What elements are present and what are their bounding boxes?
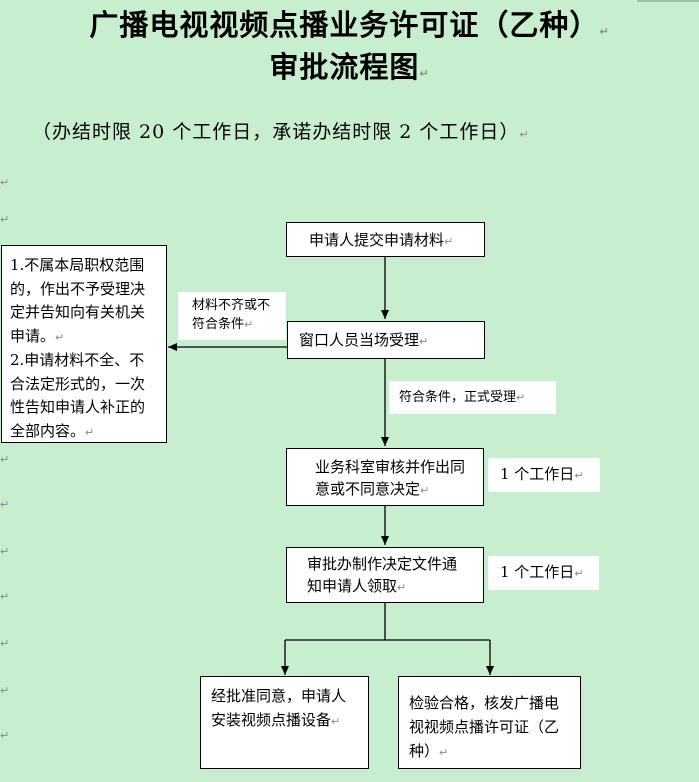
formal-accept-label: 符合条件，正式受理↵ [389, 381, 556, 414]
title-line-1: 广播电视视频点播业务许可证（乙种）↵ [89, 8, 610, 42]
step-submit-box: 申请人提交申请材料↵ [286, 222, 485, 257]
subtitle: （办结时限 20 个工作日，承诺办结时限 2 个工作日）↵ [32, 121, 530, 143]
step-review-box: 业务科室审核并作出同意或不同意决定↵ [286, 448, 484, 506]
title-line-2: 审批流程图↵ [269, 50, 430, 84]
review-time-label: 1 个工作日↵ [488, 458, 600, 492]
page-corner-mark [637, 0, 699, 2]
issue-time-label: 1 个工作日↵ [488, 556, 599, 590]
reject-label: 材料不齐或不符合条件↵ [178, 292, 286, 340]
step-accept-box: 窗口人员当场受理↵ [287, 321, 485, 359]
step-issue-box: 审批办制作决定文件通知申请人领取↵ [286, 547, 484, 603]
outcome-install-box: 经批准同意，申请人安装视频点播设备↵ [200, 676, 369, 769]
side-note-box: 1.不属本局职权范围的，作出不予受理决定并告知向有关机关申请。↵ 2.申请材料不… [1, 245, 167, 443]
outcome-license-box: 检验合格，核发广播电视视频点播许可证（乙种）↵ [398, 676, 581, 769]
